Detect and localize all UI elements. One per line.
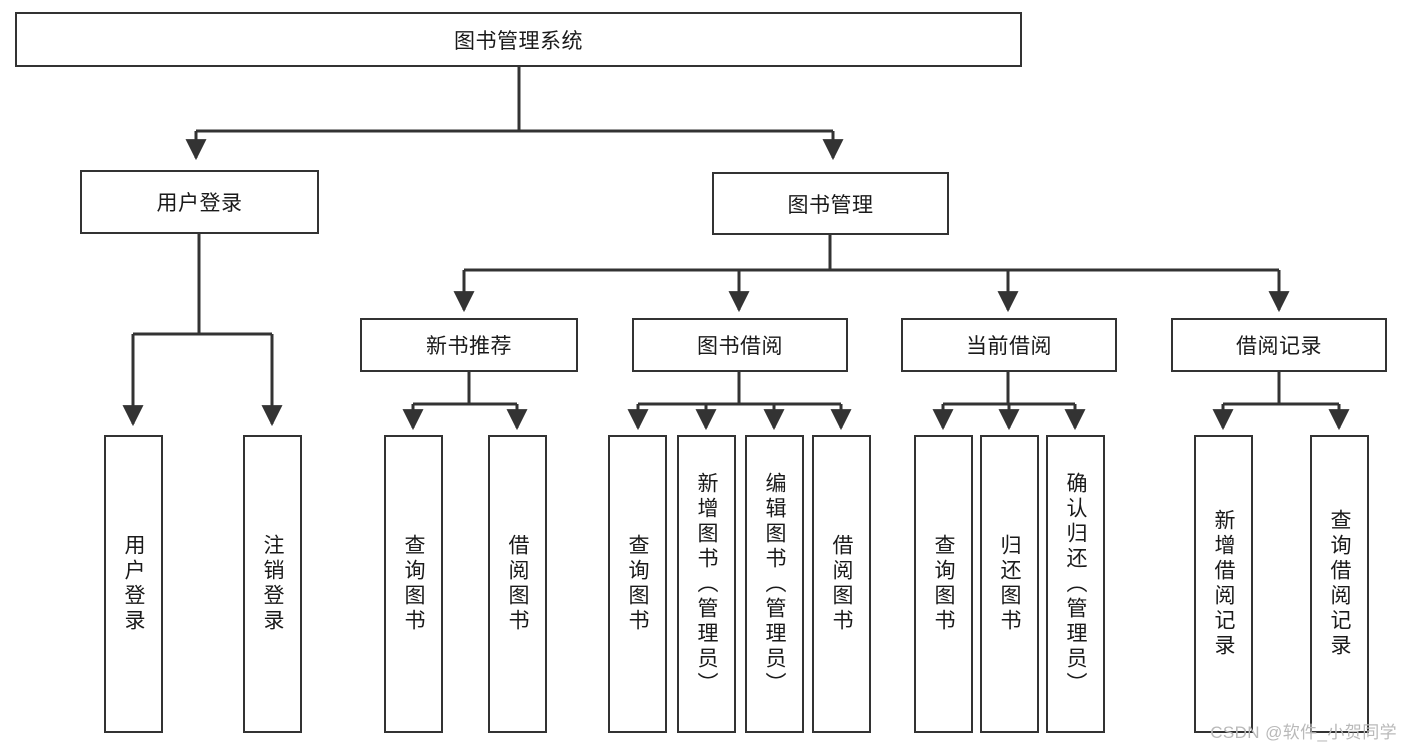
node-current-borrow[interactable]: 当前借阅: [901, 318, 1117, 372]
leaf-current-borrow-confirm-return-admin[interactable]: 确认归还（管理员）: [1046, 435, 1105, 733]
node-book-management[interactable]: 图书管理: [712, 172, 949, 235]
leaf-new-book-query-book[interactable]: 查询图书: [384, 435, 443, 733]
node-new-book-recommend[interactable]: 新书推荐: [360, 318, 578, 372]
leaf-user-login-login[interactable]: 用户登录: [104, 435, 163, 733]
node-user-login[interactable]: 用户登录: [80, 170, 319, 234]
leaf-book-borrow-query-book[interactable]: 查询图书: [608, 435, 667, 733]
leaf-borrow-record-add-record[interactable]: 新增借阅记录: [1194, 435, 1253, 733]
node-root-book-management-system[interactable]: 图书管理系统: [15, 12, 1022, 67]
leaf-book-borrow-add-book-admin[interactable]: 新增图书（管理员）: [677, 435, 736, 733]
leaf-book-borrow-edit-book-admin[interactable]: 编辑图书（管理员）: [745, 435, 804, 733]
node-book-borrow[interactable]: 图书借阅: [632, 318, 848, 372]
node-borrow-record[interactable]: 借阅记录: [1171, 318, 1387, 372]
leaf-borrow-record-query-record[interactable]: 查询借阅记录: [1310, 435, 1369, 733]
leaf-new-book-borrow-book[interactable]: 借阅图书: [488, 435, 547, 733]
leaf-current-borrow-return-book[interactable]: 归还图书: [980, 435, 1039, 733]
leaf-user-login-logout[interactable]: 注销登录: [243, 435, 302, 733]
csdn-watermark: CSDN @软件_小贺同学: [1210, 723, 1397, 742]
leaf-current-borrow-query-book[interactable]: 查询图书: [914, 435, 973, 733]
leaf-book-borrow-borrow-book[interactable]: 借阅图书: [812, 435, 871, 733]
